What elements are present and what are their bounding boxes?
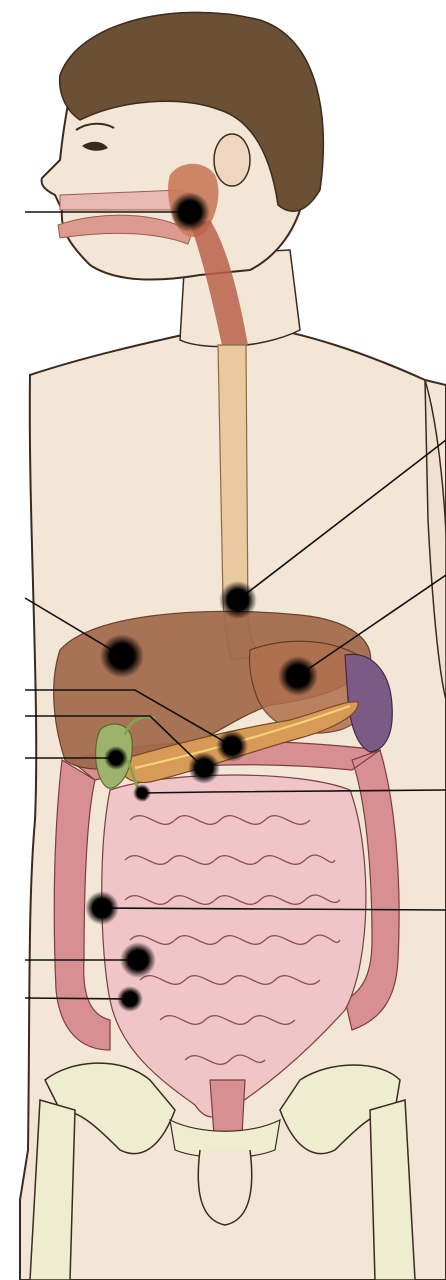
marker-liver (100, 634, 144, 678)
marker-appendix (117, 986, 143, 1012)
marker-duodenum (188, 752, 220, 784)
marker-pancreas (216, 730, 248, 762)
marker-esophagus (219, 581, 257, 619)
marker-ascending-colon (85, 891, 119, 925)
marker-bile-duct (133, 784, 151, 802)
marker-cecum (120, 942, 156, 978)
leader-line (25, 998, 130, 999)
marker-salivary-gland (170, 192, 210, 232)
ear (214, 134, 250, 186)
marker-gallbladder (104, 746, 128, 770)
marker-stomach (278, 656, 318, 696)
